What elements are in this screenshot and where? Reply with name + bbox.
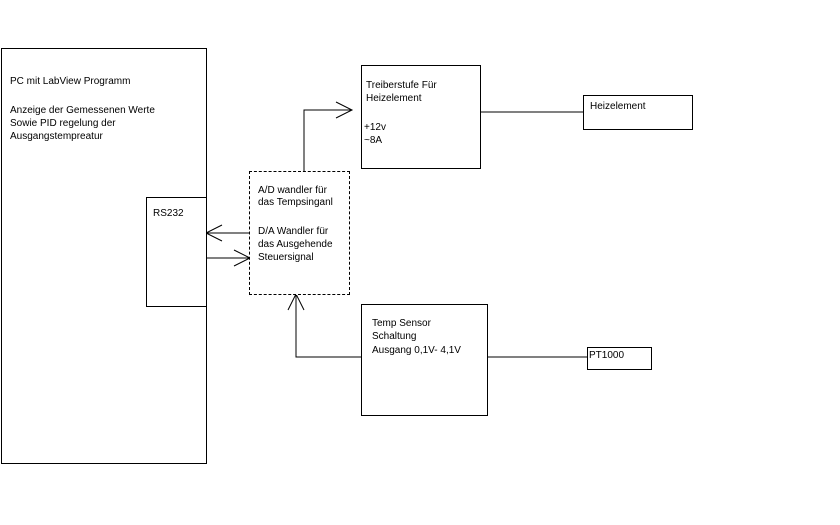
sensor-line2: Schaltung bbox=[372, 331, 417, 342]
heater-label: Heizelement bbox=[590, 101, 646, 112]
da-line3: Steuersignal bbox=[258, 252, 314, 263]
temp-sensor-block bbox=[361, 304, 488, 416]
sensor-line1: Temp Sensor bbox=[372, 318, 431, 329]
driver-line1: Treiberstufe Für bbox=[366, 80, 437, 91]
driver-line2: Heizelement bbox=[366, 93, 422, 104]
pc-title: PC mit LabView Programm bbox=[10, 76, 131, 87]
ad-line1: A/D wandler für bbox=[258, 185, 327, 196]
da-line1: D/A Wandler für bbox=[258, 226, 329, 237]
heater-block bbox=[583, 95, 693, 130]
pt1000-label: PT1000 bbox=[589, 350, 625, 361]
pt1000-block bbox=[587, 347, 652, 370]
arrowhead-driver bbox=[335, 101, 354, 119]
ad-line2: das Tempsinganl bbox=[258, 197, 333, 208]
driver-line4: ~8A bbox=[364, 135, 383, 146]
driver-block bbox=[361, 65, 481, 169]
pc-desc-line1: Anzeige der Gemessenen Werte bbox=[10, 105, 155, 116]
connector-sensor-to-converter bbox=[295, 294, 361, 358]
rs232-label: RS232 bbox=[153, 208, 184, 219]
rs232-block bbox=[146, 197, 207, 307]
driver-line3: +12v bbox=[364, 122, 386, 133]
ad-da-converter-block bbox=[249, 171, 350, 295]
da-line2: das Ausgehende bbox=[258, 239, 333, 250]
connector-converter-to-driver bbox=[303, 109, 352, 171]
sensor-line3: Ausgang 0,1V- 4,1V bbox=[372, 345, 461, 356]
pc-desc-line2: Sowie PID regelung der bbox=[10, 118, 116, 129]
pc-desc-line3: Ausgangstempreatur bbox=[10, 131, 103, 142]
